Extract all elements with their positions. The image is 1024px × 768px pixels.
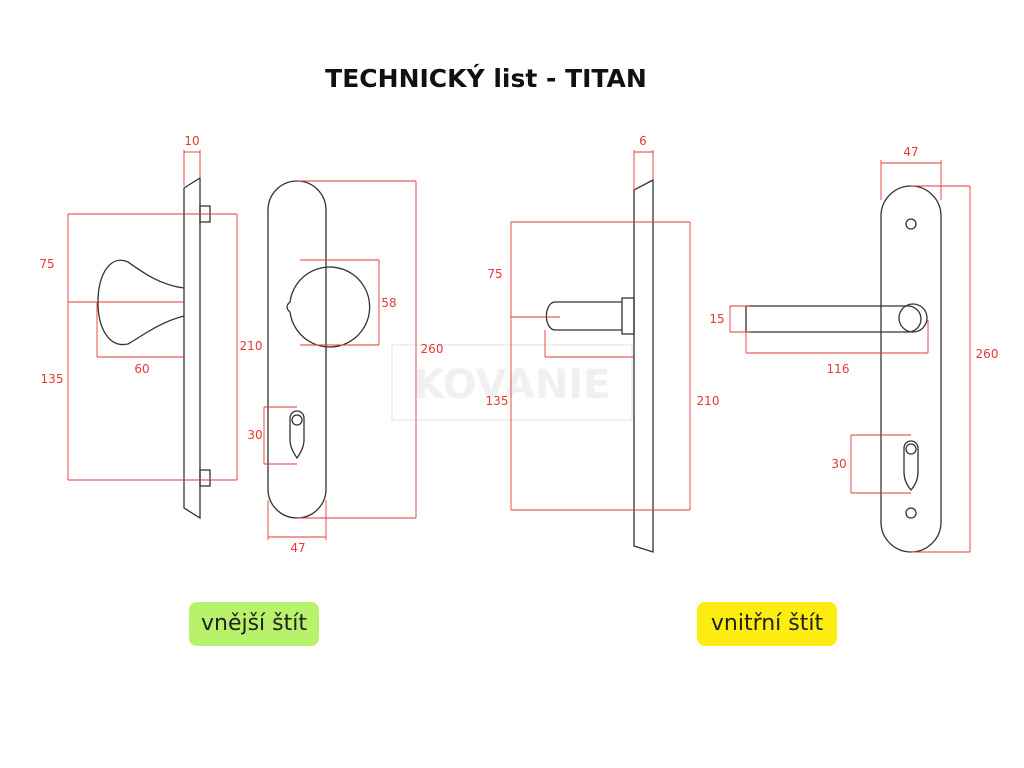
inner-dim-length: 260 xyxy=(976,347,999,361)
outer-dimension-lines xyxy=(67,150,417,540)
inner-dim-thickness: 6 xyxy=(639,134,647,148)
outer-dim-cylinder: 30 xyxy=(247,428,262,442)
inner-handle-collar xyxy=(621,297,635,335)
inner-screw-hole-bottom xyxy=(905,507,917,519)
watermark: KOVANIE xyxy=(391,344,633,421)
inner-shield-label: vnitřní štít xyxy=(697,602,837,646)
outer-dimension-labels: 10 75 135 60 210 58 260 30 47 xyxy=(39,134,443,555)
inner-dimension-labels: 6 47 75 135 210 15 116 260 30 xyxy=(486,134,999,471)
outer-side-plate xyxy=(183,176,201,520)
inner-handle-side xyxy=(545,301,622,331)
inner-front-plate xyxy=(880,185,942,553)
inner-dimension-lines xyxy=(510,150,971,553)
outer-dim-thickness: 10 xyxy=(184,134,199,148)
inner-cylinder-hole xyxy=(903,440,919,491)
inner-dim-handle-thickness: 15 xyxy=(709,312,724,326)
outer-shield-drawing xyxy=(97,176,371,520)
inner-screw-hole-top xyxy=(905,218,917,230)
inner-dim-cylinder: 30 xyxy=(831,457,846,471)
outer-dim-knob-diameter: 58 xyxy=(381,296,396,310)
outer-cylinder-hole xyxy=(289,410,305,460)
outer-dim-knob-length: 60 xyxy=(134,362,149,376)
outer-dim-knob-height: 75 xyxy=(39,257,54,271)
inner-dim-handle-height: 75 xyxy=(487,267,502,281)
outer-shield-label: vnější štít xyxy=(189,602,319,646)
inner-handle-front xyxy=(745,305,922,333)
inner-dim-screw-spacing: 210 xyxy=(697,394,720,408)
outer-knob-front xyxy=(286,266,371,348)
page-title: TECHNICKÝ list - TITAN xyxy=(325,64,647,93)
inner-dim-width-top: 47 xyxy=(903,145,918,159)
outer-dim-bottom-offset: 135 xyxy=(41,372,64,386)
inner-dim-bottom-offset: 135 xyxy=(486,394,509,408)
inner-dim-handle-length: 116 xyxy=(827,362,850,376)
outer-dim-width: 47 xyxy=(290,541,305,555)
inner-side-plate xyxy=(633,178,654,553)
svg-text:KOVANIE: KOVANIE xyxy=(413,362,610,408)
inner-shield-drawing xyxy=(545,178,942,553)
outer-dim-screw-spacing: 210 xyxy=(240,339,263,353)
outer-dim-length: 260 xyxy=(421,342,444,356)
outer-screw-post-bottom xyxy=(199,469,211,487)
outer-front-plate xyxy=(267,180,327,519)
